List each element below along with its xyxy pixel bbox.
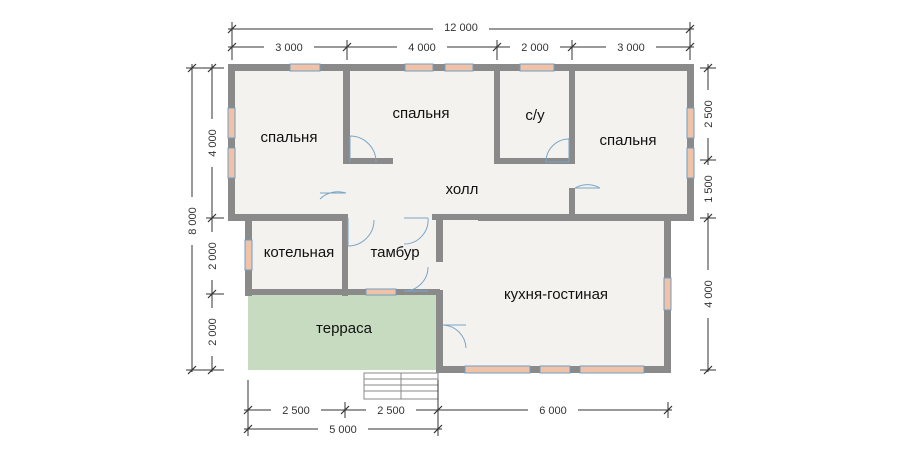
room-label-kitchen: кухня-гостиная xyxy=(504,286,608,303)
terrace-floor xyxy=(248,294,438,370)
dim-left-total: 8 000 xyxy=(187,207,199,235)
dim-bottom-2: 2 500 xyxy=(377,405,405,417)
dim-bottom-3: 6 000 xyxy=(539,405,567,417)
dim-right-1: 2 500 xyxy=(703,100,715,128)
room-label-bathroom: с/у xyxy=(525,107,545,124)
room-label-boiler: котельная xyxy=(264,244,335,261)
dim-bottom-1: 2 500 xyxy=(282,405,310,417)
doors xyxy=(319,135,601,349)
dim-top-3: 2 000 xyxy=(521,42,549,54)
dim-right-2: 1 500 xyxy=(703,175,715,203)
floor-upper xyxy=(232,68,690,218)
windows xyxy=(227,63,695,374)
entrance-steps xyxy=(363,372,439,400)
dim-top-2: 4 000 xyxy=(408,42,436,54)
dim-top-total: 12 000 xyxy=(444,22,478,34)
dim-left-3: 2 000 xyxy=(207,318,219,346)
dim-top-1: 3 000 xyxy=(275,42,303,54)
room-label-bedroom-2: спальня xyxy=(393,105,450,122)
room-label-terrace: терраса xyxy=(316,320,373,337)
room-label-hall: холл xyxy=(446,181,479,198)
room-label-bedroom-3: спальня xyxy=(600,132,657,149)
dim-right-3: 4 000 xyxy=(703,280,715,308)
dim-left-1: 4 000 xyxy=(207,129,219,157)
dim-left-2: 2 000 xyxy=(207,242,219,270)
dim-top-4: 3 000 xyxy=(617,42,645,54)
room-label-vestibule: тамбур xyxy=(370,244,419,261)
room-label-bedroom-1: спальня xyxy=(261,129,318,146)
dimension-ticks xyxy=(187,24,713,434)
dim-bottom-total: 5 000 xyxy=(329,424,357,436)
